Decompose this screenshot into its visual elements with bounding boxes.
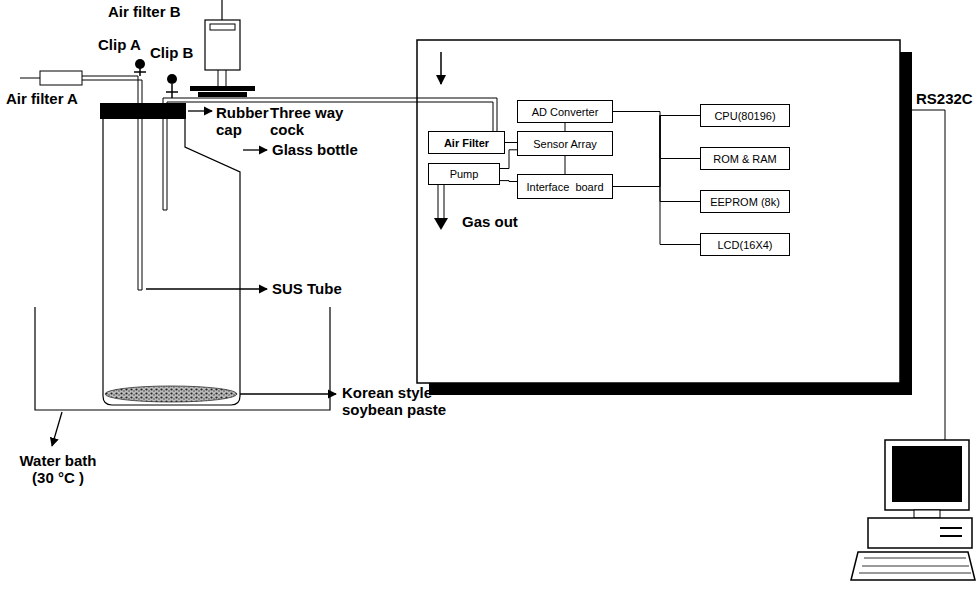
part-label: RS232C bbox=[916, 90, 973, 107]
rubber-cap bbox=[100, 103, 186, 119]
air-filter-b bbox=[205, 20, 240, 70]
clip bbox=[134, 71, 146, 73]
part-label: Rubber cap bbox=[216, 104, 276, 139]
exhaust-tube bbox=[438, 185, 444, 218]
component-box: LCD(16X4) bbox=[700, 233, 790, 256]
clip bbox=[166, 91, 178, 93]
part-label: Clip B bbox=[150, 44, 193, 61]
component-label: Sensor Array bbox=[533, 138, 597, 150]
component-box: CPU(80196) bbox=[700, 104, 790, 127]
part-label: Glass bottle bbox=[272, 141, 358, 158]
monitor-screen bbox=[892, 446, 962, 502]
tube bbox=[218, 70, 226, 86]
clip bbox=[167, 74, 177, 84]
sus-tube bbox=[163, 98, 497, 210]
part-label: SUS Tube bbox=[272, 280, 342, 297]
signal-line bbox=[613, 112, 700, 116]
part-label: Air filter A bbox=[6, 90, 78, 107]
component-box: AD Converter bbox=[517, 100, 613, 123]
component-label: ROM & RAM bbox=[713, 153, 777, 165]
keyboard bbox=[851, 552, 975, 580]
monitor-stand bbox=[914, 510, 940, 518]
component-label: CPU(80196) bbox=[714, 110, 775, 122]
drive-slot bbox=[940, 527, 962, 529]
signal-line bbox=[613, 116, 700, 187]
signal-line bbox=[660, 116, 700, 159]
component-box: ROM & RAM bbox=[700, 147, 790, 170]
tube bbox=[221, 0, 222, 20]
monitor bbox=[885, 440, 969, 510]
leader-arrow bbox=[52, 412, 62, 446]
part-label: Gas out bbox=[462, 213, 518, 230]
component-label: Interface board bbox=[526, 181, 603, 193]
glass-bottle bbox=[103, 118, 240, 405]
flow-arrow bbox=[434, 218, 448, 230]
signal-line bbox=[660, 116, 700, 245]
rs232c-cable bbox=[912, 110, 945, 440]
air-filter-b bbox=[210, 24, 235, 30]
component-label: EEPROM (8k) bbox=[710, 196, 780, 208]
sus-tube bbox=[82, 76, 142, 290]
flow-arrow bbox=[440, 52, 442, 84]
keyboard-keys bbox=[859, 558, 971, 573]
soybean-paste bbox=[105, 386, 237, 402]
clip bbox=[171, 84, 173, 98]
part-label: Three way cock bbox=[270, 104, 358, 139]
instrument-housing bbox=[417, 40, 900, 383]
leader-arrow bbox=[243, 149, 267, 150]
clip bbox=[135, 59, 145, 69]
leader-arrow bbox=[240, 393, 336, 394]
part-label: Clip A bbox=[98, 36, 141, 53]
component-box: Air Filter bbox=[428, 131, 505, 154]
leader-arrow bbox=[188, 110, 212, 111]
tube bbox=[20, 78, 40, 79]
signal-line bbox=[565, 123, 566, 131]
signal-line bbox=[660, 116, 700, 202]
air-filter-a bbox=[40, 71, 82, 85]
computer-unit bbox=[868, 518, 972, 548]
component-box: Sensor Array bbox=[517, 131, 613, 156]
part-label: Korean style soybean paste bbox=[342, 384, 460, 419]
leader-arrow bbox=[146, 288, 267, 289]
component-box: Pump bbox=[428, 163, 500, 185]
signal-line bbox=[500, 180, 517, 182]
part-label: Water bath (30 °C ) bbox=[8, 452, 108, 487]
component-label: Air Filter bbox=[444, 137, 489, 149]
signal-line bbox=[565, 156, 566, 174]
three-way-cock bbox=[198, 92, 247, 97]
three-way-cock bbox=[190, 86, 255, 91]
part-label: Air filter B bbox=[108, 3, 181, 20]
component-box: Interface board bbox=[517, 174, 613, 199]
component-box: EEPROM (8k) bbox=[700, 190, 790, 213]
drive-slot bbox=[940, 535, 962, 537]
component-label: LCD(16X4) bbox=[717, 239, 772, 251]
component-label: Pump bbox=[450, 168, 479, 180]
signal-line bbox=[505, 142, 517, 143]
component-label: AD Converter bbox=[532, 106, 599, 118]
